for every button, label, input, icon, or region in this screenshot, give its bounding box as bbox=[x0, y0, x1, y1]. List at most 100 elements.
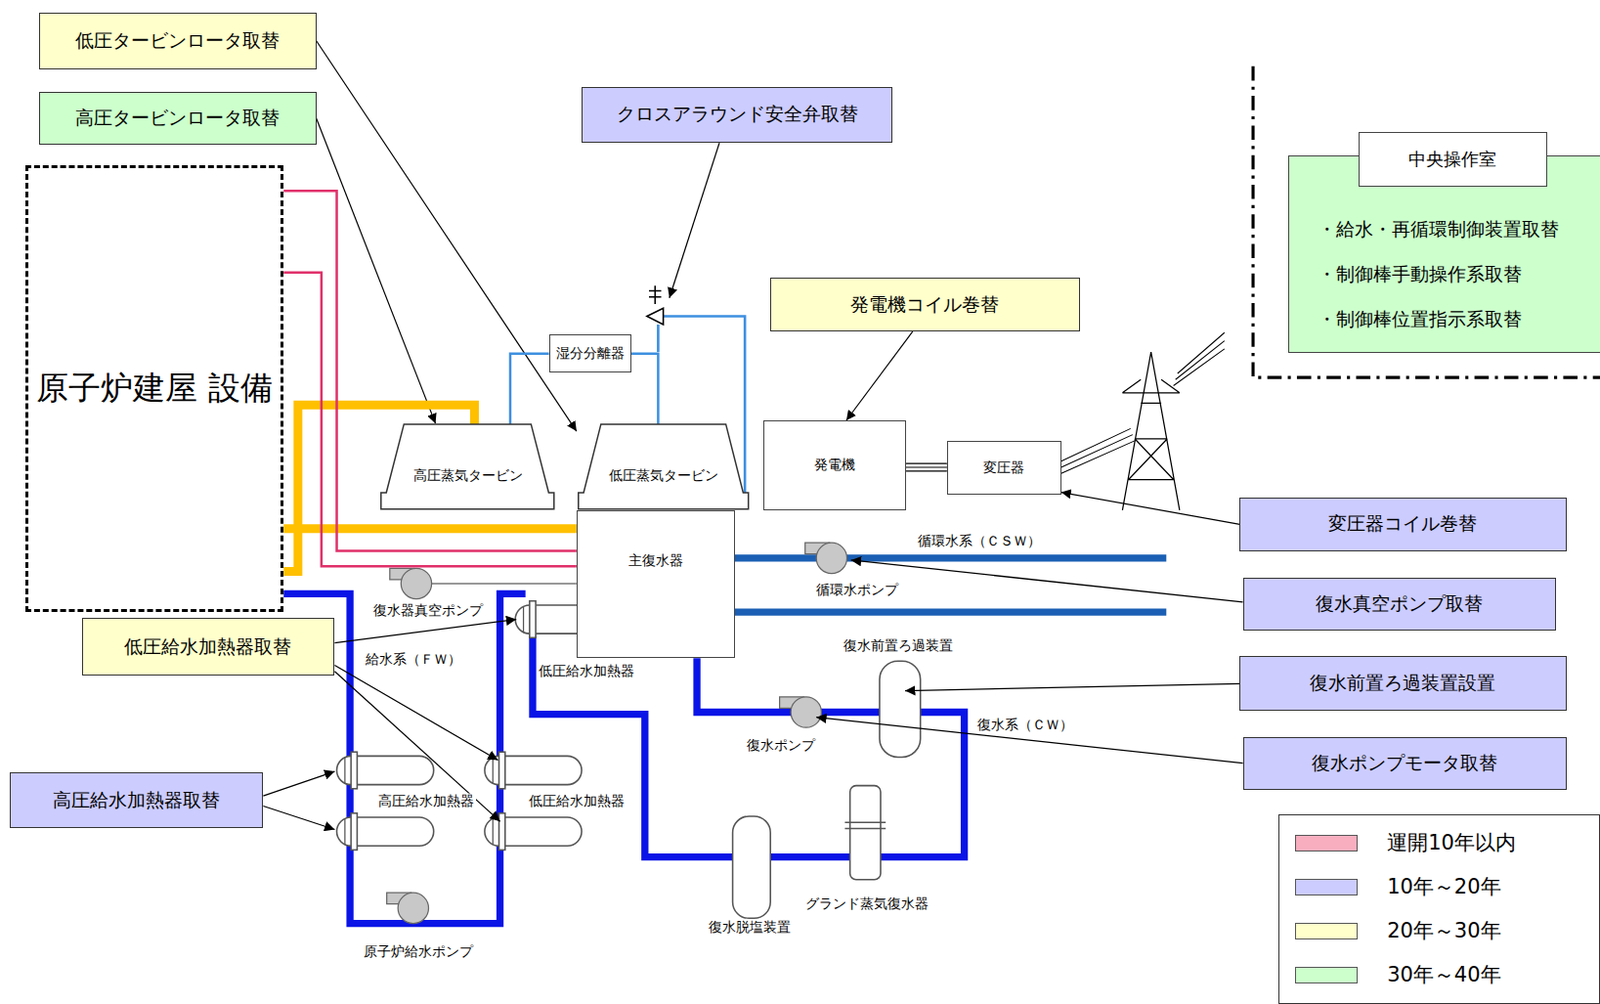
equipment-label: 原子炉給水ポンプ bbox=[361, 943, 476, 958]
feedwater-pump bbox=[387, 892, 430, 923]
legend-box: 運開10年以内 10年～20年 20年～30年 30年～40年 bbox=[1278, 814, 1600, 1004]
circulating-pipe bbox=[735, 608, 1168, 616]
leader-line bbox=[334, 619, 517, 644]
recent-pipe bbox=[283, 190, 577, 551]
leader-line bbox=[669, 142, 720, 299]
callout-box: 高圧タービンロータ取替 bbox=[39, 91, 317, 145]
legend-row: 10年～20年 bbox=[1295, 872, 1600, 901]
node-text: 変圧器 bbox=[983, 459, 1025, 477]
node-text: 低圧給水加熱器取替 bbox=[124, 634, 292, 660]
equipment-label: 復水脱塩装置 bbox=[706, 918, 793, 934]
steam-pipe bbox=[631, 353, 659, 425]
leader-line bbox=[851, 560, 1244, 603]
node-text: ・制御棒手動操作系取替 bbox=[1317, 261, 1522, 288]
generator: 発電機 bbox=[763, 420, 907, 511]
hp-heater bbox=[337, 751, 434, 789]
callout-box: 高圧給水加熱器取替 bbox=[9, 772, 263, 828]
leader-line bbox=[262, 806, 335, 830]
node-text: 高圧蒸気タービン bbox=[413, 467, 523, 485]
node-text: 高圧タービンロータ取替 bbox=[75, 105, 280, 131]
callout-arrow bbox=[316, 41, 577, 432]
node-text: 主復水器 bbox=[628, 552, 684, 570]
legend-row: 30年～40年 bbox=[1295, 960, 1600, 989]
recent-pipe bbox=[283, 272, 577, 567]
equipment-label: 復水ポンプ bbox=[744, 736, 818, 752]
transformer: 変圧器 bbox=[947, 440, 1062, 495]
turbine-outline bbox=[379, 423, 557, 511]
lp-heater bbox=[484, 751, 582, 789]
callout-box: 復水真空ポンプ取替 bbox=[1243, 577, 1557, 631]
prefilter-vessel bbox=[879, 660, 921, 757]
equipment-label: 循環水ポンプ bbox=[814, 582, 901, 598]
callout-box: 復水ポンプモータ取替 bbox=[1243, 736, 1567, 790]
turbine-casing bbox=[381, 424, 555, 510]
reactor-building: 原子炉建屋 設備 bbox=[25, 165, 284, 612]
turbine-casing bbox=[578, 424, 749, 510]
node-text: 低圧タービンロータ取替 bbox=[75, 28, 280, 54]
moisture-separator: 湿分分離器 bbox=[549, 334, 632, 373]
circulating-pipe bbox=[735, 554, 1168, 562]
equipment-label: 低圧給水加熱器 bbox=[536, 662, 637, 678]
gland-flange bbox=[844, 821, 886, 828]
condensate-pump bbox=[779, 696, 822, 728]
leader-line bbox=[816, 717, 1243, 764]
lp-turbine: 低圧蒸気タービン bbox=[576, 423, 750, 511]
legend-row: 20年～30年 bbox=[1295, 916, 1600, 945]
hp-turbine: 高圧蒸気タービン bbox=[379, 423, 557, 511]
callout-arrow bbox=[316, 118, 436, 424]
legend-swatch bbox=[1295, 878, 1358, 896]
main-condenser: 主復水器 bbox=[576, 510, 736, 658]
steam-pipe bbox=[510, 353, 550, 425]
node-text: 発電機 bbox=[814, 456, 856, 475]
demineralizer-vessel bbox=[733, 816, 772, 918]
power-line bbox=[1061, 332, 1225, 474]
equipment-label: 給水系（ＦＷ） bbox=[363, 651, 464, 667]
equipment-label: 復水器真空ポンプ bbox=[371, 603, 485, 618]
legend-swatch bbox=[1295, 922, 1358, 940]
hp-heater bbox=[337, 813, 434, 851]
equipment-label: 循環水系（ＣＳＷ） bbox=[915, 533, 1043, 549]
region-outline bbox=[1253, 66, 1600, 378]
callout-arrow bbox=[846, 331, 913, 421]
gland-condenser bbox=[850, 785, 881, 880]
pump-connection bbox=[428, 582, 576, 585]
node-text: ・給水・再循環制御装置取替 bbox=[1317, 216, 1559, 243]
node-text: 復水前置ろ過装置設置 bbox=[1309, 670, 1496, 696]
valve-spring bbox=[648, 285, 662, 304]
equipment-label: 高圧給水加熱器 bbox=[376, 793, 476, 809]
node-text: 高圧給水加熱器取替 bbox=[52, 787, 220, 814]
circulating-pump bbox=[805, 542, 848, 573]
legend-swatch bbox=[1295, 834, 1358, 852]
legend-text: 10年～20年 bbox=[1386, 872, 1501, 901]
callout-box: 変圧器コイル巻替 bbox=[1239, 497, 1566, 551]
callout-box: 低圧給水加熱器取替 bbox=[82, 617, 336, 675]
equipment-label: 復水前置ろ過装置 bbox=[841, 637, 955, 652]
bus-duct bbox=[906, 466, 948, 468]
node-text: クロスアラウンド安全弁取替 bbox=[616, 101, 859, 128]
leader-line bbox=[262, 771, 335, 796]
callout-box: クロスアラウンド安全弁取替 bbox=[581, 86, 893, 143]
control-room-panel: 中央操作室・給水・再循環制御装置取替・制御棒手動操作系取替・制御棒位置指示系取替 bbox=[1288, 155, 1600, 354]
callout-box: 復水前置ろ過装置設置 bbox=[1239, 655, 1566, 711]
equipment-label: グランド蒸気復水器 bbox=[803, 895, 931, 910]
leader-line bbox=[905, 683, 1240, 691]
equipment-label: 低圧給水加熱器 bbox=[526, 793, 627, 809]
node-text: 復水ポンプモータ取替 bbox=[1311, 750, 1498, 777]
main-steam-pipe bbox=[283, 523, 577, 533]
safety-valve bbox=[647, 307, 664, 325]
equipment-label: 復水系（ＣＷ） bbox=[975, 717, 1076, 733]
node-text: ・制御棒位置指示系取替 bbox=[1317, 306, 1522, 333]
node-text: 復水真空ポンプ取替 bbox=[1315, 591, 1483, 617]
node-text: 変圧器コイル巻替 bbox=[1328, 511, 1477, 537]
lp-heater bbox=[484, 813, 582, 851]
legend-row: 運開10年以内 bbox=[1295, 828, 1600, 857]
transmission-tower bbox=[1122, 351, 1179, 511]
node-text: 低圧蒸気タービン bbox=[608, 467, 719, 485]
turbine-outline bbox=[576, 423, 750, 511]
callout-arrow bbox=[1061, 492, 1241, 525]
node-text: 湿分分離器 bbox=[556, 345, 625, 363]
legend-text: 20年～30年 bbox=[1386, 916, 1501, 945]
panel-heading: 中央操作室 bbox=[1358, 131, 1548, 187]
callout-box: 発電機コイル巻替 bbox=[770, 277, 1080, 332]
bus-outline bbox=[906, 463, 948, 473]
